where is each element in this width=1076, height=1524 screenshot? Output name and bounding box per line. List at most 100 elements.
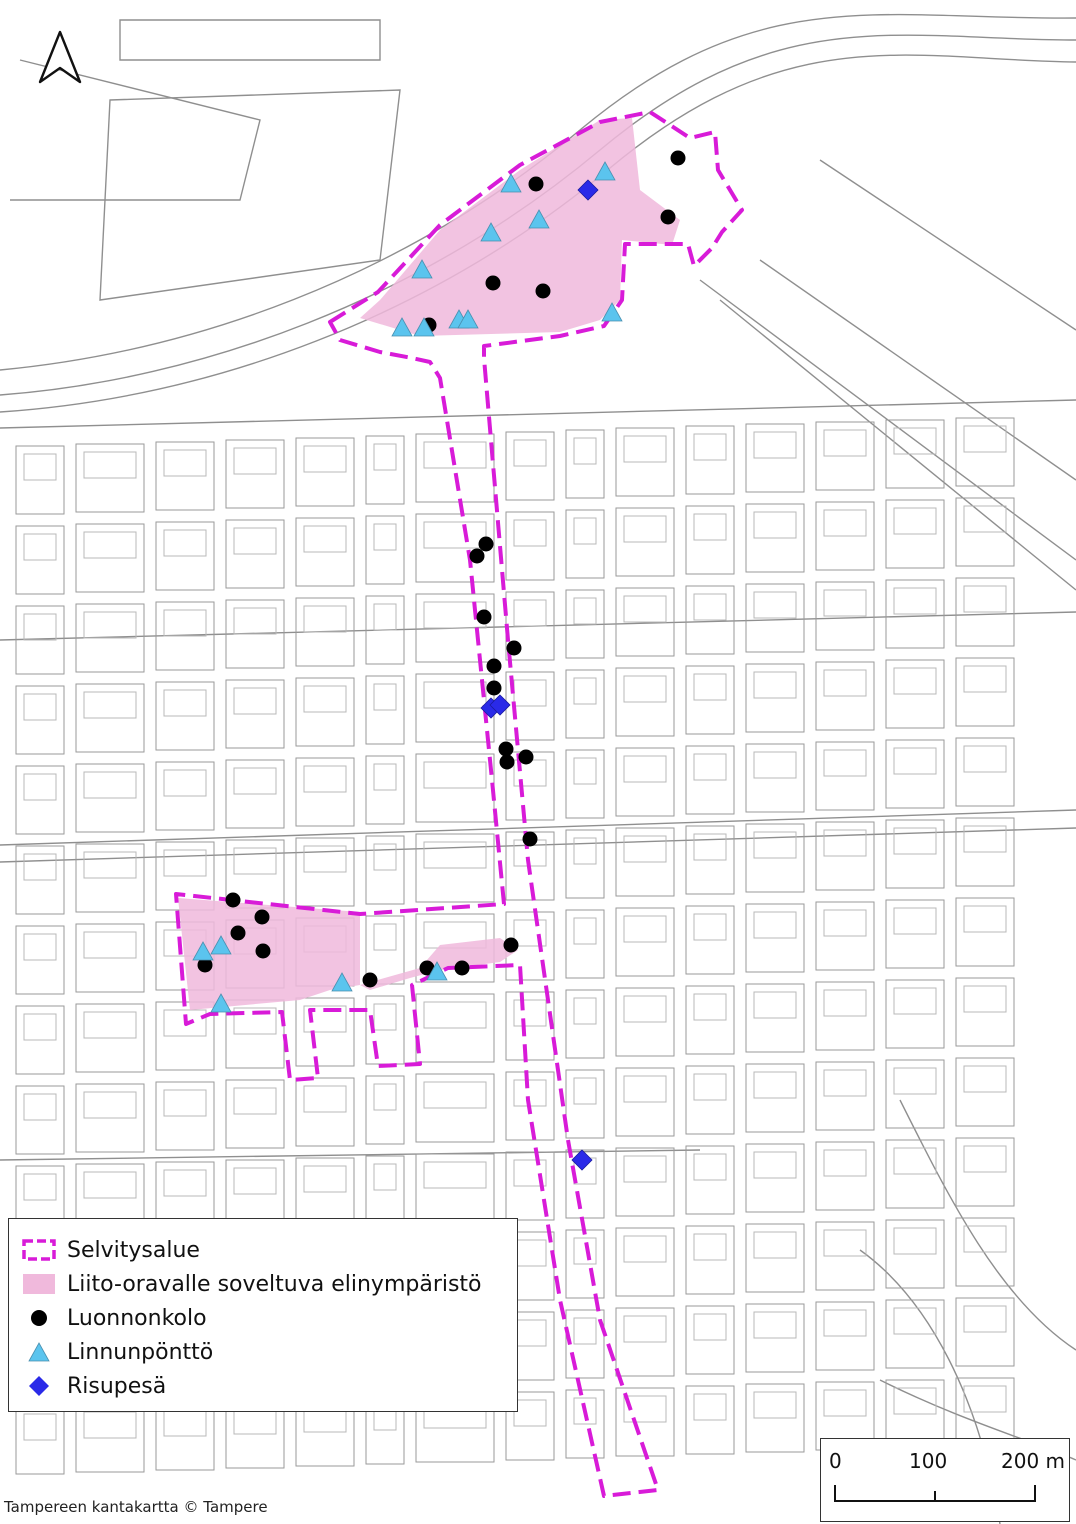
city-block <box>685 1305 735 1375</box>
building <box>823 829 867 857</box>
building <box>693 1233 727 1261</box>
building <box>233 767 277 795</box>
building <box>753 991 797 1019</box>
city-block <box>685 425 735 495</box>
building <box>693 1313 727 1341</box>
city-block <box>565 1389 605 1459</box>
building <box>573 917 597 945</box>
city-block <box>685 825 735 895</box>
city-block <box>815 821 875 891</box>
building <box>963 745 1007 773</box>
building <box>303 685 347 713</box>
building <box>623 755 667 783</box>
legend-label: Risupesä <box>67 1373 167 1399</box>
city-block <box>415 993 495 1063</box>
building <box>233 447 277 475</box>
nest-box-marker <box>528 209 550 229</box>
city-block <box>745 743 805 813</box>
building <box>753 511 797 539</box>
city-block <box>15 765 65 835</box>
map-legend: Selvitysalue Liito-oravalle soveltuva el… <box>8 1218 518 1412</box>
city-block <box>565 509 605 579</box>
building <box>573 677 597 705</box>
city-block <box>505 431 555 501</box>
city-block <box>365 675 405 745</box>
city-block <box>885 659 945 729</box>
city-block <box>15 1085 65 1155</box>
city-block <box>505 511 555 581</box>
legend-item-nest-box: Linnunpönttö <box>21 1335 505 1369</box>
building <box>233 1167 277 1195</box>
building <box>23 453 57 481</box>
twig-nest-marker <box>571 1149 593 1171</box>
building <box>823 1389 867 1417</box>
nest-box-marker <box>594 161 616 181</box>
building <box>753 1391 797 1419</box>
building <box>823 749 867 777</box>
city-block <box>615 987 675 1057</box>
building <box>753 671 797 699</box>
city-block <box>365 755 405 825</box>
city-block <box>75 1003 145 1073</box>
building <box>373 523 397 551</box>
city-block <box>815 981 875 1051</box>
building <box>693 833 727 861</box>
building <box>373 1163 397 1191</box>
building <box>623 515 667 543</box>
city-block <box>565 749 605 819</box>
building <box>823 1149 867 1177</box>
city-block <box>295 997 355 1067</box>
city-block <box>815 661 875 731</box>
building <box>963 505 1007 533</box>
city-block <box>955 1297 1015 1367</box>
map-attribution: Tampereen kantakartta © Tampere <box>4 1498 268 1516</box>
building <box>573 517 597 545</box>
city-block <box>885 499 945 569</box>
city-block <box>685 505 735 575</box>
city-block <box>155 1081 215 1151</box>
building <box>163 689 207 717</box>
natural-cavity-marker <box>660 209 676 225</box>
building <box>423 1081 487 1109</box>
city-block <box>955 577 1015 647</box>
diamond-icon <box>21 1373 57 1399</box>
city-block <box>415 513 495 583</box>
building <box>693 513 727 541</box>
city-block <box>955 497 1015 567</box>
legend-label: Linnunpönttö <box>67 1339 214 1365</box>
city-block <box>815 501 875 571</box>
building <box>573 1077 597 1105</box>
city-block <box>415 833 495 903</box>
building <box>513 599 547 627</box>
building <box>623 1075 667 1103</box>
building <box>893 1387 937 1415</box>
building <box>373 923 397 951</box>
city-block <box>745 1223 805 1293</box>
city-block <box>685 665 735 735</box>
building <box>753 431 797 459</box>
building <box>573 1397 597 1425</box>
city-block <box>505 1151 555 1221</box>
city-block <box>815 1221 875 1291</box>
building <box>753 591 797 619</box>
building <box>373 603 397 631</box>
circle-icon <box>21 1305 57 1331</box>
building <box>513 919 547 947</box>
north-arrow-icon <box>38 30 82 84</box>
city-block <box>75 603 145 673</box>
city-block <box>365 835 405 905</box>
city-block <box>15 925 65 995</box>
building <box>513 1159 547 1187</box>
building <box>423 521 487 549</box>
building <box>963 1385 1007 1413</box>
building <box>423 1161 487 1189</box>
building <box>303 1165 347 1193</box>
building <box>233 527 277 555</box>
legend-label: Selvitysalue <box>67 1237 200 1263</box>
natural-cavity-marker <box>225 892 241 908</box>
natural-cavity-marker <box>670 150 686 166</box>
building <box>233 687 277 715</box>
city-block <box>615 1307 675 1377</box>
natural-cavity-marker <box>478 536 494 552</box>
building <box>83 1171 137 1199</box>
